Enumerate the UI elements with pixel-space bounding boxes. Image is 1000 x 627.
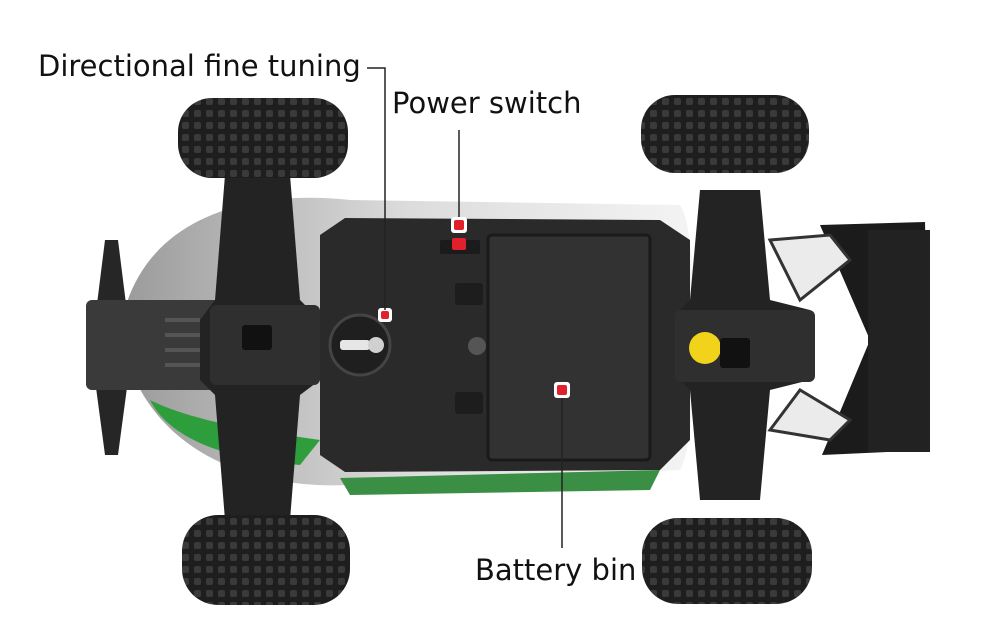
- front-suspension: [200, 175, 320, 520]
- front-bumper: [86, 240, 226, 455]
- label-power-switch: Power switch: [392, 86, 582, 120]
- tire-rear-right: [642, 518, 812, 604]
- marker-power-switch: [451, 217, 467, 250]
- tire-front-left: [178, 98, 348, 178]
- marker-battery-bin: [554, 382, 570, 398]
- chassis-plate: [320, 218, 690, 472]
- label-battery-bin: Battery bin: [475, 553, 637, 587]
- label-directional-fine-tuning: Directional fine tuning: [38, 49, 361, 83]
- tire-rear-left: [641, 95, 809, 173]
- rear-wing: [767, 222, 930, 455]
- marker-fine-tuning: [378, 308, 392, 322]
- tire-front-right: [182, 515, 350, 605]
- rear-suspension: [675, 190, 815, 500]
